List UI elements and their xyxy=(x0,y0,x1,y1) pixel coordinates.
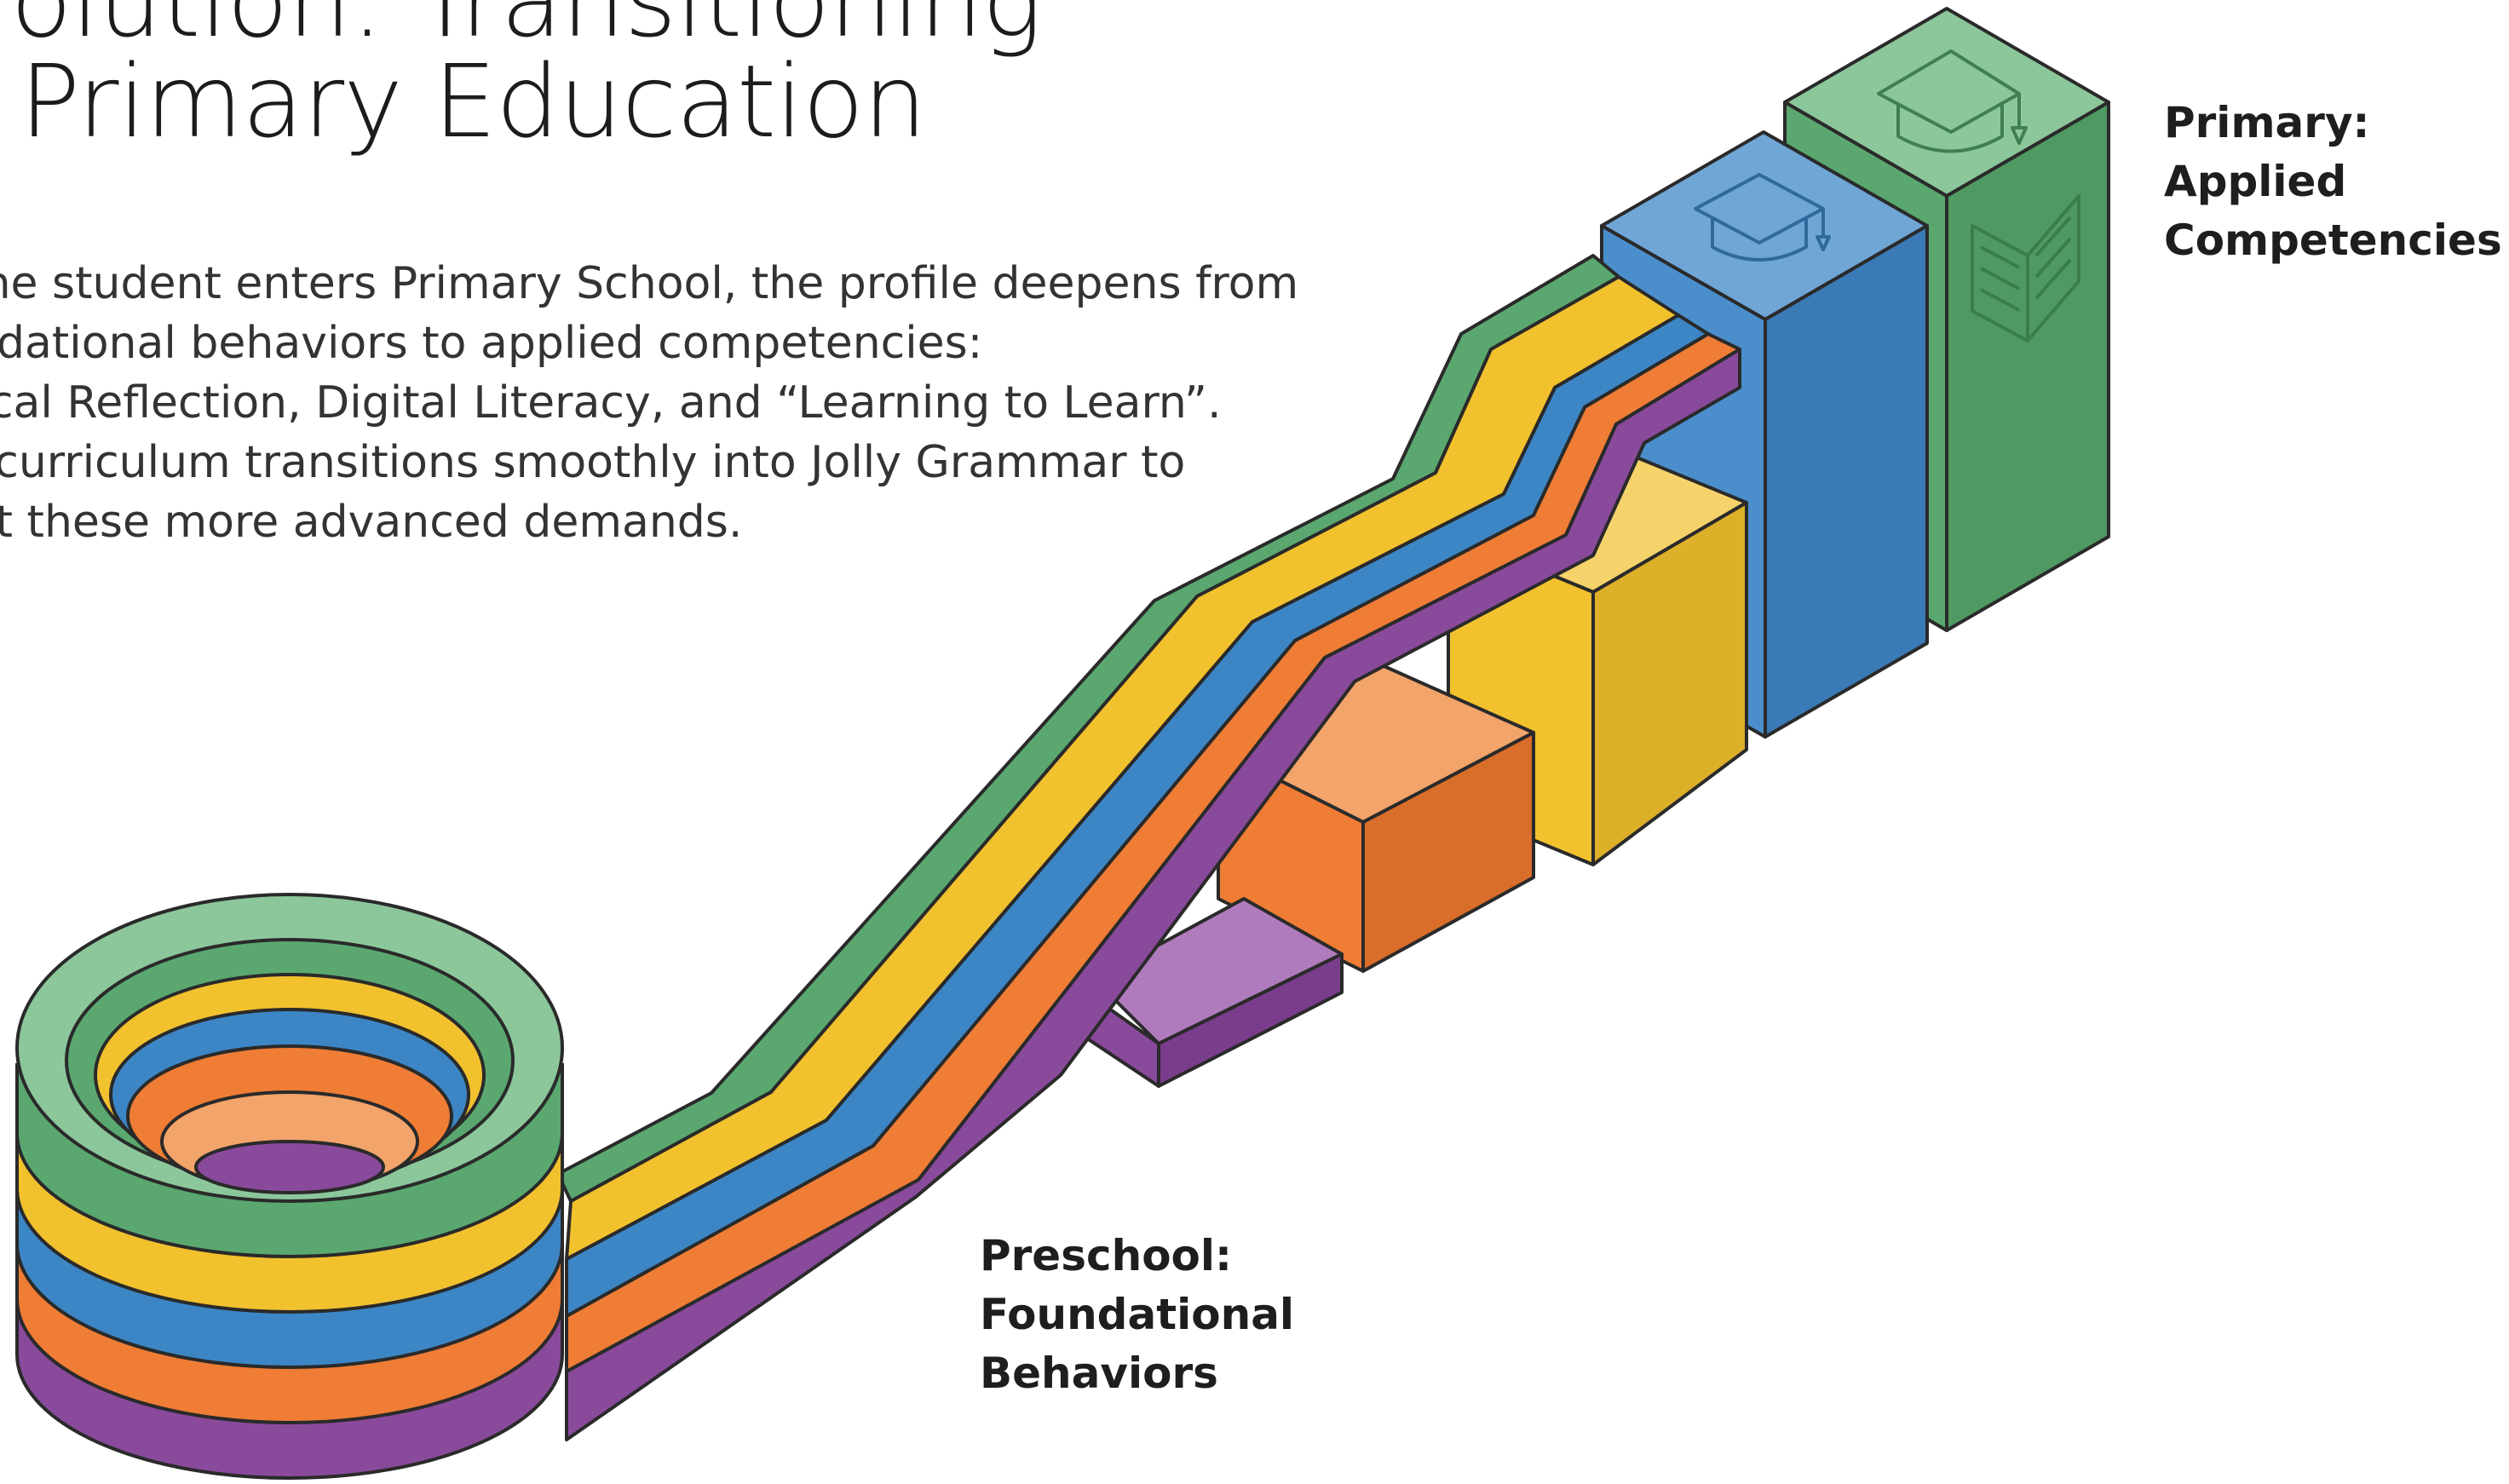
primary-label: Primary: Applied Competencies xyxy=(2164,98,2502,265)
spiral-coil xyxy=(15,893,564,1480)
pathway-ribbon xyxy=(556,254,1741,1441)
graduation-cap-icon xyxy=(1877,49,2028,153)
preschool-label: Preschool: Foundational Behaviors xyxy=(980,1231,1295,1398)
description-text: As the student enters Primary School, th… xyxy=(0,258,1299,548)
purple-ribbon xyxy=(565,348,1741,1441)
page-title: Evolution: Transitioning to Primary Educ… xyxy=(0,0,1042,160)
purple-block xyxy=(1080,897,1344,1088)
open-book-icon xyxy=(1971,194,2080,342)
graduation-cap-icon xyxy=(1694,173,1831,262)
